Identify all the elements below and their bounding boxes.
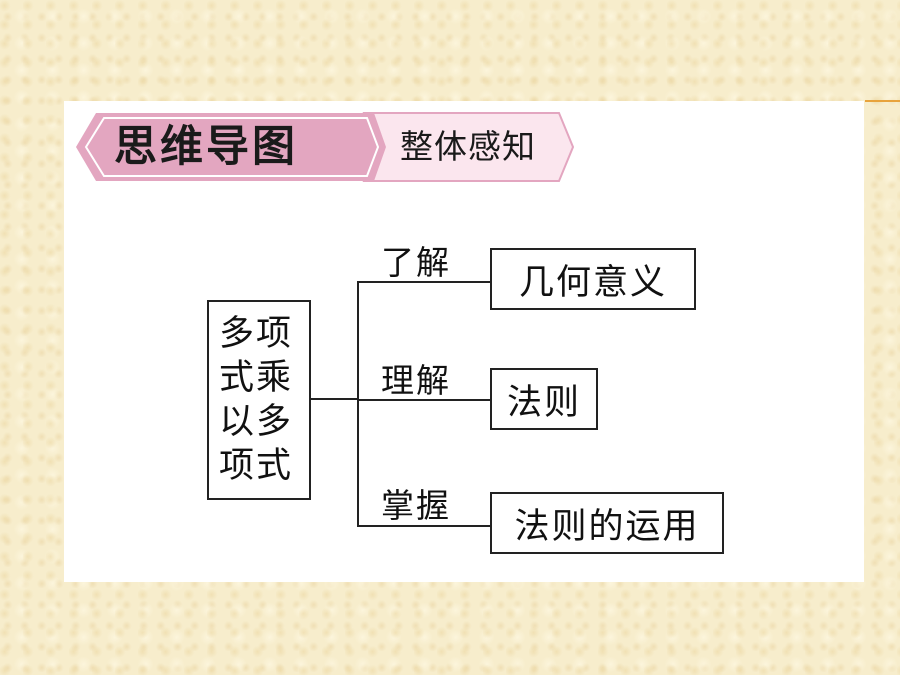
branch-spine — [357, 281, 359, 526]
leaf-node-1: 几何意义 — [490, 248, 696, 310]
leaf-node-2: 法则 — [490, 368, 598, 430]
banner-shape — [76, 112, 574, 182]
root-connector — [311, 398, 358, 400]
banner-title: 思维导图 — [114, 122, 298, 172]
branch-verb-2: 理解 — [381, 361, 451, 400]
section-banner: 思维导图 整体感知 — [74, 109, 574, 185]
slide-accent-line — [865, 100, 900, 102]
branch-verb-3: 掌握 — [381, 486, 451, 525]
mind-map: 多项式乘以多项式 了解 几何意义 理解 法则 掌握 法则的运用 — [64, 101, 864, 582]
branch-verb-1: 了解 — [381, 243, 451, 282]
branch-line-1 — [357, 281, 490, 283]
root-node: 多项式乘以多项式 — [207, 300, 311, 500]
banner-subtitle: 整体感知 — [400, 127, 536, 166]
root-node-label: 多项式乘以多项式 — [219, 314, 294, 486]
branch-line-2 — [357, 399, 490, 401]
leaf-node-3: 法则的运用 — [490, 492, 724, 554]
content-panel: 思维导图 整体感知 多项式乘以多项式 了解 几何意义 理解 法则 掌握 法则的运… — [64, 101, 864, 582]
branch-line-3 — [357, 525, 490, 527]
